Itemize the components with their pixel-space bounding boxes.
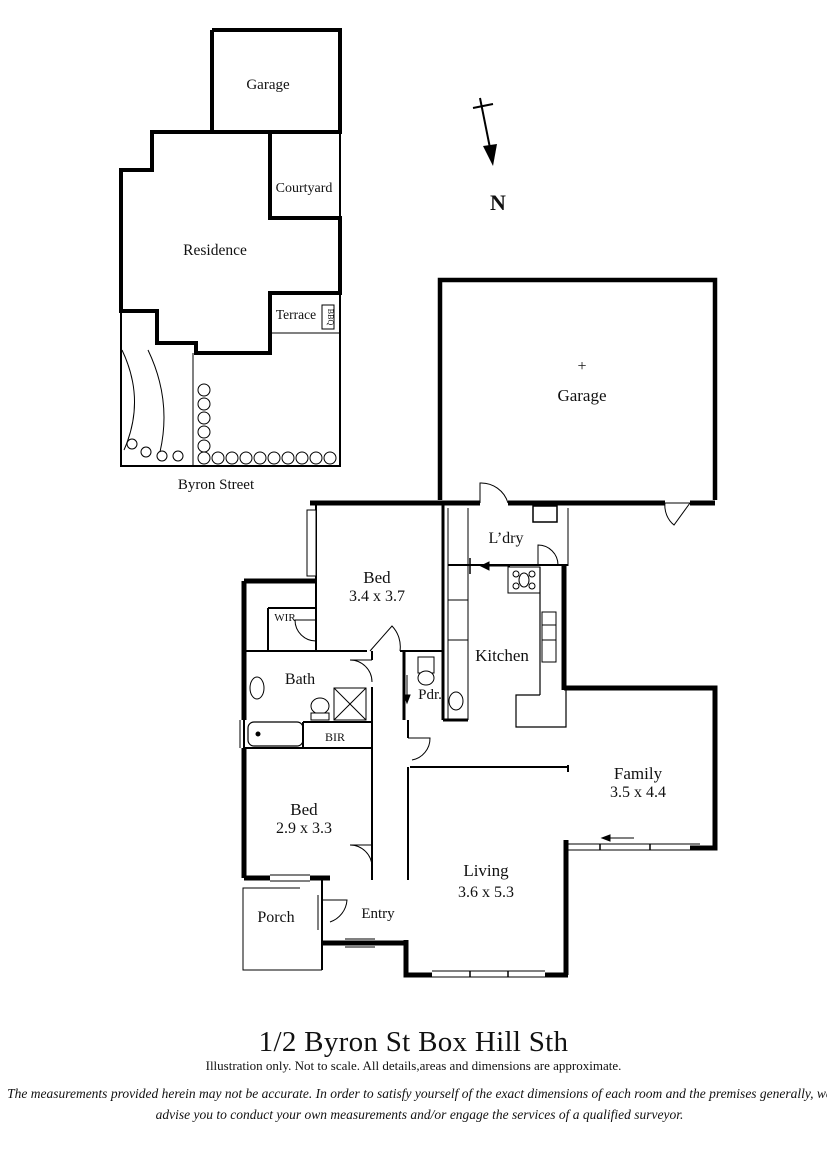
bed1-label: Bed xyxy=(363,568,391,587)
site-shrubs xyxy=(126,383,337,465)
bed2-size: 2.9 x 3.3 xyxy=(276,820,332,837)
bed1-window xyxy=(306,509,317,577)
site-bbq-box xyxy=(321,304,335,330)
porch-outline xyxy=(242,887,322,971)
kitchen-arrow-head xyxy=(479,561,490,571)
site-residence-label: Residence xyxy=(183,242,247,259)
site-street-label: Byron Street xyxy=(178,477,255,493)
property-title: 1/2 Byron St Box Hill Sth xyxy=(258,1026,569,1058)
wir-door-swing xyxy=(294,619,317,642)
illustration-note: Illustration only. Not to scale. All det… xyxy=(205,1058,622,1073)
bed2-door-swing xyxy=(349,844,373,868)
site-bbq-label: BBQ xyxy=(326,309,335,326)
pdr-basin-icon xyxy=(448,691,464,711)
living-label: Living xyxy=(463,861,509,880)
garage-label: Garage xyxy=(557,386,606,405)
bath-door-swing xyxy=(349,659,373,683)
kitchen-sink-icon xyxy=(541,611,557,663)
garage-side-door-swing xyxy=(664,502,691,526)
measurement-disclaimer: The measurements provided herein may not… xyxy=(7,1086,827,1122)
family-label: Family xyxy=(614,764,663,783)
site-courtyard-label: Courtyard xyxy=(276,181,333,196)
living-size: 3.6 x 5.3 xyxy=(458,884,514,901)
site-garage-label: Garage xyxy=(246,77,290,93)
bath-label: Bath xyxy=(285,671,315,688)
porch-label: Porch xyxy=(257,909,294,926)
entry-door-swing xyxy=(322,899,348,923)
bir-label: BIR xyxy=(325,730,345,744)
hall-door-swing xyxy=(408,737,431,761)
laundry-label: L’dry xyxy=(489,530,524,547)
site-driveway-curve xyxy=(121,349,135,451)
north-arrow-icon xyxy=(472,97,497,166)
garage-marker: + xyxy=(577,358,586,375)
site-plan xyxy=(119,28,342,467)
kitchen-label: Kitchen xyxy=(475,646,529,665)
entry-label: Entry xyxy=(361,906,395,922)
living-south-wall xyxy=(403,940,432,978)
site-terrace-label: Terrace xyxy=(276,307,316,322)
family-wall xyxy=(564,685,718,851)
site-courtyard-outline xyxy=(269,132,341,219)
compass-label: N xyxy=(490,190,506,215)
floor-plan-walls xyxy=(239,277,718,978)
bed2-label: Bed xyxy=(290,800,318,819)
laundry-tub-icon xyxy=(532,505,558,523)
garage-access-door-swing xyxy=(479,482,509,504)
laundry-door-swing xyxy=(537,544,559,566)
bath-basin-icon xyxy=(249,676,265,700)
bath-toilet-icon xyxy=(310,697,330,715)
kitchen-island xyxy=(515,690,567,728)
site-lot-boundary xyxy=(120,30,341,467)
bed1-size: 3.4 x 3.7 xyxy=(349,588,405,605)
bed1-door-swing xyxy=(369,625,401,652)
pdr-label: Pdr. xyxy=(418,687,442,703)
wir-label: WIR xyxy=(274,612,296,624)
family-size: 3.5 x 4.4 xyxy=(610,784,666,801)
site-driveway-curve xyxy=(147,349,165,453)
